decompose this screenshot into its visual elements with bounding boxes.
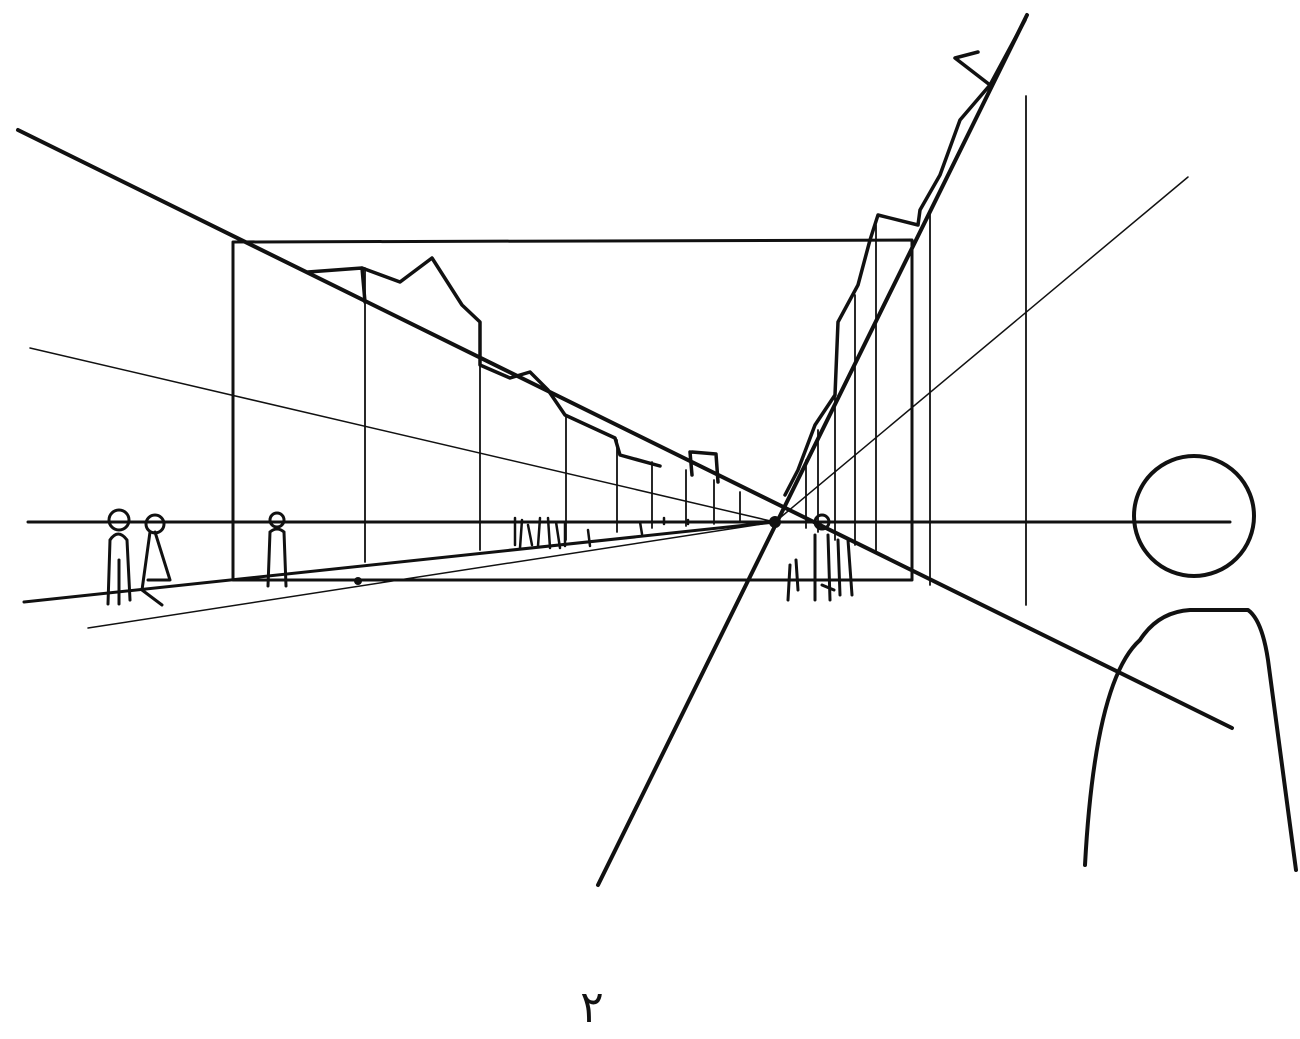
vanishing-point xyxy=(769,516,781,528)
left-low-orthogonal xyxy=(87,521,776,629)
distant-crowd xyxy=(513,516,690,550)
person-figure-left-2 xyxy=(140,513,172,607)
left-mid-orthogonal xyxy=(29,347,776,523)
left-building-verticals xyxy=(364,267,741,563)
person-figure-left-1 xyxy=(106,508,132,606)
right-mid-orthogonal xyxy=(774,176,1189,523)
left-ground-orthogonal xyxy=(22,520,777,604)
right-roof-orthogonal xyxy=(596,13,1029,887)
page-mark: ٢ xyxy=(580,982,604,1033)
foreground-figure xyxy=(1083,454,1298,872)
left-building-skyline xyxy=(306,256,720,484)
right-building-skyline xyxy=(783,18,1027,497)
measure-dot xyxy=(354,577,362,585)
left-roof-orthogonal xyxy=(16,128,1234,730)
person-figure-left-3 xyxy=(266,511,288,588)
right-building-verticals xyxy=(805,95,1027,606)
person-group-right xyxy=(786,513,854,602)
far-wall-frame xyxy=(231,238,914,582)
